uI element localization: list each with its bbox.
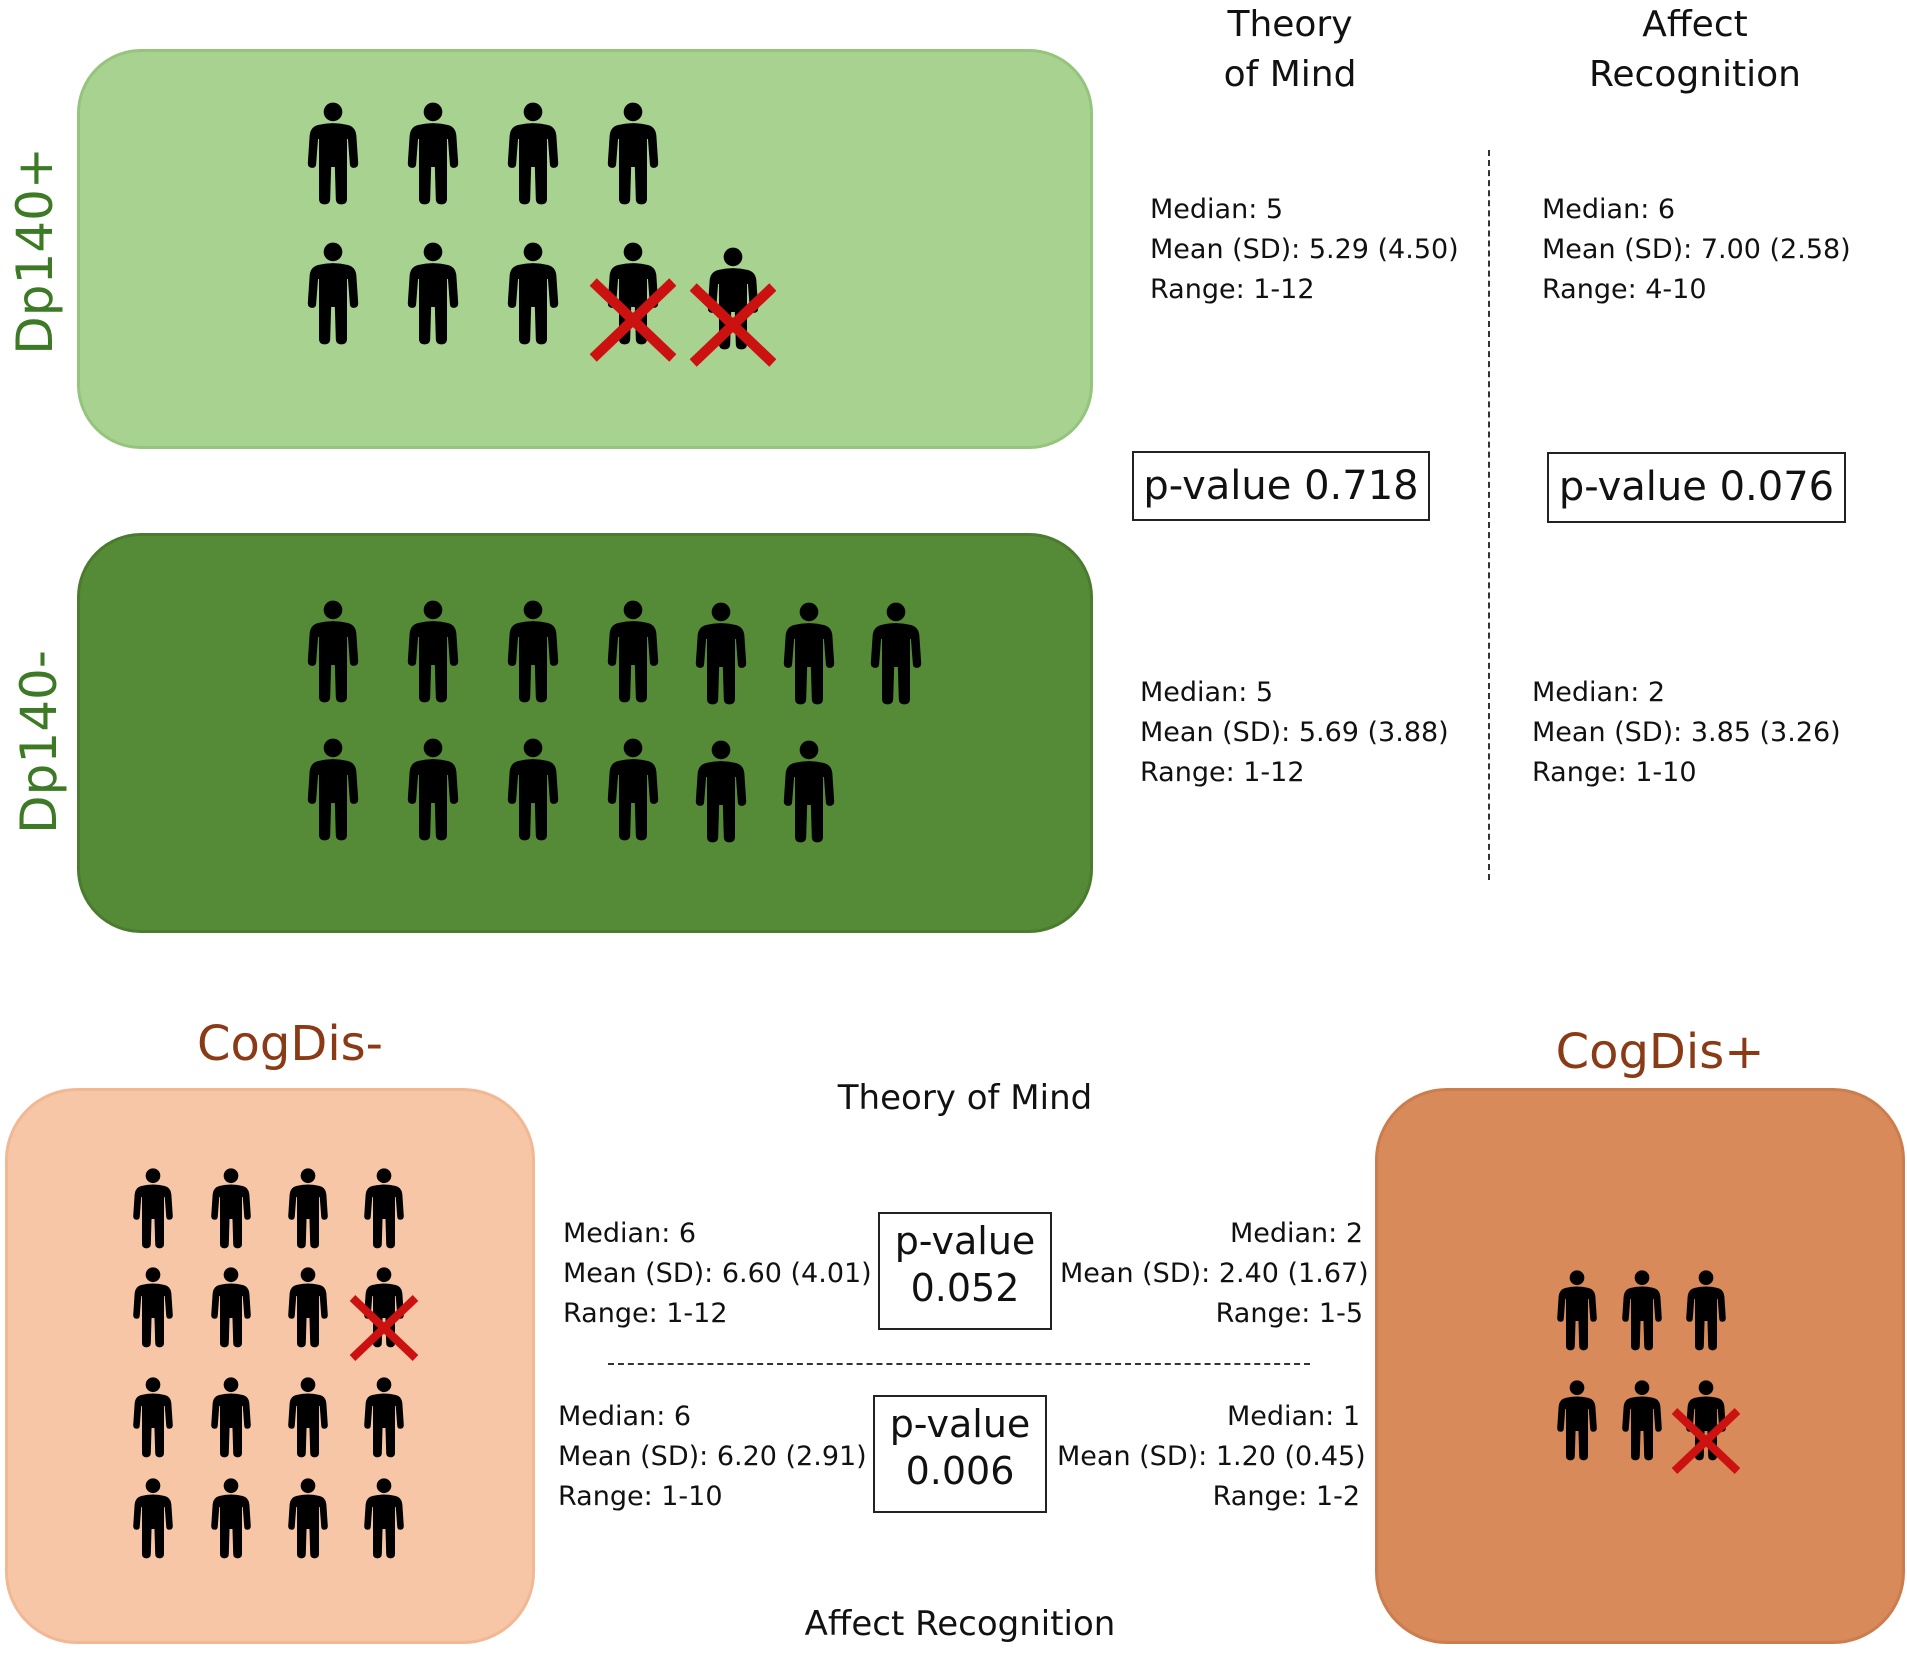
cogdis-row-divider — [608, 1363, 1310, 1365]
cogdis-minus-tom-stats: Median: 6 Mean (SD): 6.60 (4.01) Range: … — [563, 1214, 872, 1334]
person-icon — [693, 598, 749, 708]
dp140-column-divider — [1488, 150, 1490, 880]
dp140-plus-panel — [77, 49, 1093, 449]
person-icon — [1620, 1268, 1664, 1352]
stat-median: Median: 5 — [1150, 194, 1284, 225]
person-icon — [1555, 1268, 1599, 1352]
person-icon — [405, 238, 461, 348]
person-icon — [286, 1265, 330, 1349]
dp140-minus-ar-stats: Median: 2 Mean (SD): 3.85 (3.26) Range: … — [1532, 673, 1841, 793]
red-x-icon — [350, 1294, 418, 1362]
person-icon — [1620, 1378, 1664, 1462]
cogdis-plus-ar-stats: Median: 1 Mean (SD): 1.20 (0.45) Range: … — [1057, 1397, 1366, 1517]
person-icon — [1555, 1378, 1599, 1462]
person-icon — [131, 1375, 175, 1459]
stat-median: Median: 6 — [558, 1401, 692, 1432]
person-icon — [362, 1166, 406, 1250]
dp140-minus-panel — [77, 533, 1093, 933]
cogdis-minus-panel — [5, 1088, 535, 1644]
stat-mean: Mean (SD): 6.60 (4.01) — [563, 1258, 872, 1289]
person-icon — [605, 98, 661, 208]
person-icon — [781, 598, 837, 708]
stat-range: Range: 1-10 — [1532, 757, 1697, 788]
cogdis-ar-pvalue: p-value 0.006 — [873, 1395, 1047, 1513]
stat-range: Range: 1-10 — [558, 1481, 723, 1512]
stat-range: Range: 1-12 — [1150, 274, 1315, 305]
pvalue-label: p-value — [889, 1402, 1031, 1446]
person-icon — [505, 98, 561, 208]
person-icon — [305, 596, 361, 706]
person-icon — [209, 1476, 253, 1560]
stat-mean: Mean (SD): 7.00 (2.58) — [1542, 234, 1851, 265]
stat-range: Range: 4-10 — [1542, 274, 1707, 305]
cogdis-minus-ar-stats: Median: 6 Mean (SD): 6.20 (2.91) Range: … — [558, 1397, 867, 1517]
person-icon — [693, 736, 749, 846]
person-icon — [362, 1375, 406, 1459]
stat-mean: Mean (SD): 1.20 (0.45) — [1057, 1441, 1366, 1472]
person-icon — [405, 734, 461, 844]
person-icon — [209, 1375, 253, 1459]
dp140-tom-pvalue: p-value 0.718 — [1132, 451, 1430, 521]
person-icon — [405, 98, 461, 208]
person-icon — [605, 596, 661, 706]
cogdis-plus-tom-stats: Median: 2 Mean (SD): 2.40 (1.67) Range: … — [1060, 1214, 1369, 1334]
person-icon — [505, 596, 561, 706]
person-icon — [781, 736, 837, 846]
stat-median: Median: 5 — [1140, 677, 1274, 708]
person-icon — [305, 734, 361, 844]
dp140-minus-label: Dp140- — [10, 650, 68, 834]
person-icon — [305, 238, 361, 348]
dp140-plus-label: Dp140+ — [6, 147, 64, 355]
cogdis-ar-label: Affect Recognition — [804, 1604, 1116, 1644]
cogdis-tom-label: Theory of Mind — [837, 1078, 1093, 1118]
person-icon — [605, 734, 661, 844]
person-icon — [131, 1476, 175, 1560]
stat-median: Median: 6 — [563, 1218, 697, 1249]
red-x-icon — [590, 277, 676, 363]
person-icon — [209, 1265, 253, 1349]
dp140-plus-tom-stats: Median: 5 Mean (SD): 5.29 (4.50) Range: … — [1150, 190, 1459, 310]
person-icon — [286, 1476, 330, 1560]
person-icon — [1684, 1268, 1728, 1352]
person-icon — [505, 238, 561, 348]
stat-range: Range: 1-5 — [1215, 1298, 1363, 1329]
red-x-icon — [1672, 1407, 1740, 1475]
dp140-ar-pvalue: p-value 0.076 — [1547, 452, 1846, 523]
person-icon — [286, 1375, 330, 1459]
cogdis-tom-pvalue: p-value 0.052 — [878, 1212, 1052, 1330]
dp140-plus-ar-stats: Median: 6 Mean (SD): 7.00 (2.58) Range: … — [1542, 190, 1851, 310]
stat-mean: Mean (SD): 6.20 (2.91) — [558, 1441, 867, 1472]
person-icon — [131, 1166, 175, 1250]
cogdis-plus-panel — [1375, 1088, 1905, 1644]
person-icon — [286, 1166, 330, 1250]
pvalue-number: 0.006 — [905, 1449, 1015, 1493]
stat-median: Median: 1 — [1226, 1401, 1360, 1432]
stat-mean: Mean (SD): 3.85 (3.26) — [1532, 717, 1841, 748]
dp140-ar-header: Affect Recognition — [1589, 4, 1801, 95]
stat-range: Range: 1-12 — [1140, 757, 1305, 788]
person-icon — [868, 598, 924, 708]
pvalue-label: p-value — [894, 1219, 1036, 1263]
stat-mean: Mean (SD): 2.40 (1.67) — [1060, 1258, 1369, 1289]
stat-mean: Mean (SD): 5.69 (3.88) — [1140, 717, 1449, 748]
person-icon — [131, 1265, 175, 1349]
person-icon — [405, 596, 461, 706]
stat-median: Median: 2 — [1229, 1218, 1363, 1249]
stat-range: Range: 1-12 — [563, 1298, 728, 1329]
person-icon — [505, 734, 561, 844]
red-x-icon — [690, 282, 776, 368]
dp140-tom-header: Theory of Mind — [1223, 4, 1357, 95]
stat-range: Range: 1-2 — [1212, 1481, 1360, 1512]
stat-mean: Mean (SD): 5.29 (4.50) — [1150, 234, 1459, 265]
person-icon — [305, 98, 361, 208]
cogdis-minus-label: CogDis- — [197, 1016, 383, 1072]
person-icon — [209, 1166, 253, 1250]
pvalue-number: 0.052 — [910, 1266, 1020, 1310]
cogdis-plus-label: CogDis+ — [1555, 1024, 1765, 1080]
stat-median: Median: 2 — [1532, 677, 1666, 708]
stat-median: Median: 6 — [1542, 194, 1676, 225]
dp140-minus-tom-stats: Median: 5 Mean (SD): 5.69 (3.88) Range: … — [1140, 673, 1449, 793]
person-icon — [362, 1476, 406, 1560]
